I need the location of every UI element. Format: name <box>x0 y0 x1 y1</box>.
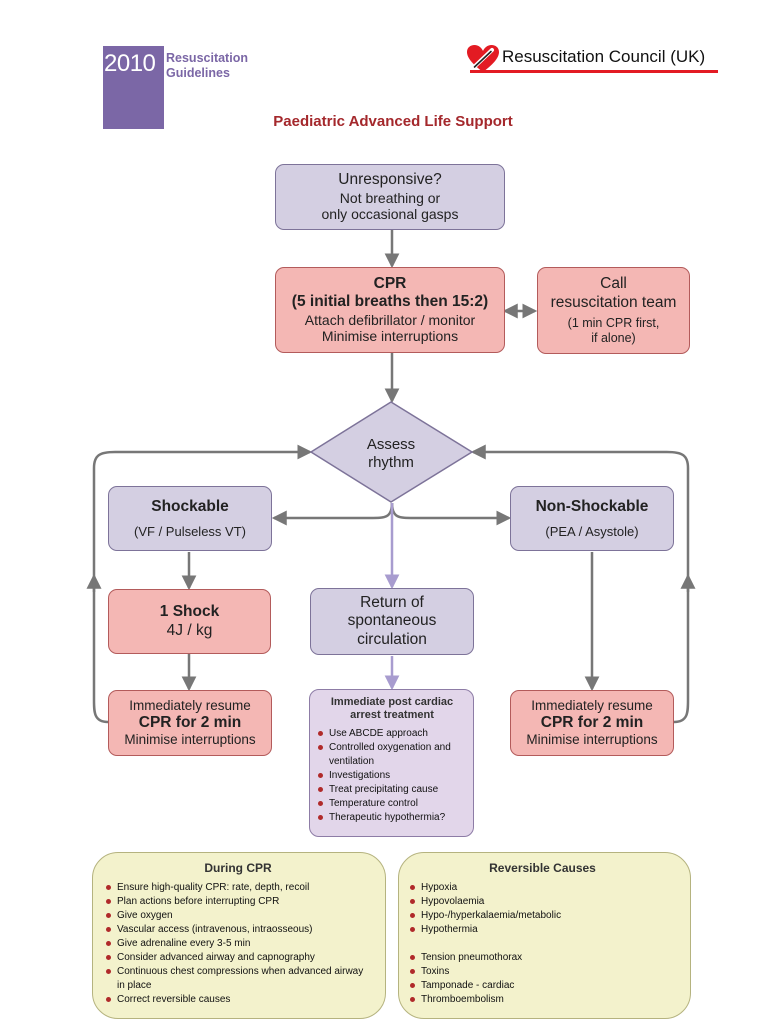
rosc-box: Return of spontaneous circulation <box>310 588 474 655</box>
post-arrest-title-line2: arrest treatment <box>350 708 434 721</box>
reversible-causes-panel: Reversible Causes Hypoxia Hypovolaemia H… <box>398 852 691 1019</box>
list-item: Treat precipitating cause <box>317 783 467 797</box>
rosc-line1: Return of <box>360 594 424 612</box>
council-underline <box>470 70 718 73</box>
call-team-box: Call resuscitation team (1 min CPR first… <box>537 267 690 354</box>
during-cpr-title: During CPR <box>204 861 272 875</box>
loop-left <box>86 573 109 724</box>
rosc-line2: spontaneous <box>347 612 437 630</box>
list-item: Continuous chest compressions when advan… <box>105 965 371 993</box>
rosc-line3: circulation <box>357 630 427 648</box>
cpr-box: CPR (5 initial breaths then 15:2) Attach… <box>275 267 505 353</box>
list-item: Correct reversible causes <box>105 993 371 1007</box>
loop-left-top <box>92 444 313 592</box>
list-item: Vascular access (intravenous, intraosseo… <box>105 923 371 937</box>
nonshockable-sub: (PEA / Asystole) <box>545 523 639 539</box>
loop-right-top <box>470 444 690 592</box>
call-team-note1: (1 min CPR first, <box>567 316 660 331</box>
unresponsive-line3: only occasional gasps <box>321 206 459 223</box>
list-item: Tension pneumothorax <box>409 951 676 965</box>
nonshockable-title: Non-Shockable <box>535 497 649 515</box>
resume-left-line2: CPR for 2 min <box>138 713 242 731</box>
list-item: Tamponade - cardiac <box>409 979 676 993</box>
call-team-note2: if alone) <box>591 330 636 345</box>
shockable-box: Shockable (VF / Pulseless VT) <box>108 486 272 551</box>
guidelines-label-line1: Resuscitation <box>166 51 248 65</box>
assess-line1: Assess <box>366 436 416 453</box>
arrow-assess-to-nonshockable <box>390 502 512 526</box>
cpr-title: CPR <box>373 275 407 293</box>
shock-dose: 4J / kg <box>166 621 213 639</box>
post-arrest-list: Use ABCDE approach Controlled oxygenatio… <box>317 727 467 825</box>
post-arrest-title-line1: Immediate post cardiac <box>330 696 454 708</box>
cpr-subtitle: (5 initial breaths then 15:2) <box>291 293 489 311</box>
guidelines-label-line2: Guidelines <box>166 65 230 80</box>
reversible-causes-title: Reversible Causes <box>489 861 596 875</box>
cpr-line2: Minimise interruptions <box>321 328 459 345</box>
list-item: Give adrenaline every 3-5 min <box>105 937 371 951</box>
resume-right-line2: CPR for 2 min <box>540 713 644 731</box>
call-team-line2: resuscitation team <box>550 293 677 311</box>
list-item: Consider advanced airway and capnography <box>105 951 371 965</box>
post-arrest-title: Immediate post cardiac arrest treatment <box>317 696 467 722</box>
resume-left-line1: Immediately resume <box>129 697 251 713</box>
reversible-causes-list: Hypoxia Hypovolaemia Hypo-/hyperkalaemia… <box>409 881 676 1007</box>
list-item: Use ABCDE approach <box>317 727 467 741</box>
resume-cpr-left-box: Immediately resume CPR for 2 min Minimis… <box>108 690 272 756</box>
list-item: Hypothermia <box>409 923 676 937</box>
list-item: Plan actions before interrupting CPR <box>105 895 371 909</box>
resume-cpr-right-box: Immediately resume CPR for 2 min Minimis… <box>510 690 674 756</box>
list-item: Therapeutic hypothermia? <box>317 811 467 825</box>
list-item: Hypo-/hyperkalaemia/metabolic <box>409 909 676 923</box>
list-item: Toxins <box>409 965 676 979</box>
assess-rhythm-label: Assess rhythm <box>331 436 451 471</box>
list-item: Hypovolaemia <box>409 895 676 909</box>
unresponsive-line2: Not breathing or <box>339 189 441 206</box>
list-item: Ensure high-quality CPR: rate, depth, re… <box>105 881 371 895</box>
guidelines-year: 2010 <box>104 50 156 77</box>
assess-diamond <box>309 401 474 503</box>
shock-title: 1 Shock <box>159 603 220 621</box>
call-team-line1: Call <box>600 275 627 293</box>
list-item: Give oxygen <box>105 909 371 923</box>
post-arrest-box: Immediate post cardiac arrest treatment … <box>309 689 474 837</box>
nonshockable-box: Non-Shockable (PEA / Asystole) <box>510 486 674 551</box>
arrow-assess-to-shockable <box>271 502 394 526</box>
guidelines-logo-block <box>103 46 164 129</box>
list-item: Controlled oxygenation and ventilation <box>317 741 467 769</box>
list-item: Investigations <box>317 769 467 783</box>
shockable-sub: (VF / Pulseless VT) <box>134 523 246 539</box>
resume-right-line3: Minimise interruptions <box>526 732 658 748</box>
resume-left-line3: Minimise interruptions <box>124 732 256 748</box>
heart-logo-icon <box>467 45 499 72</box>
shock-box: 1 Shock 4J / kg <box>108 589 271 654</box>
list-item: Thromboembolism <box>409 993 676 1007</box>
unresponsive-box: Unresponsive? Not breathing or only occa… <box>275 164 505 230</box>
resume-right-line1: Immediately resume <box>531 697 653 713</box>
guidelines-label: Resuscitation Guidelines <box>166 51 248 81</box>
list-item: Hypoxia <box>409 881 676 895</box>
during-cpr-list: Ensure high-quality CPR: rate, depth, re… <box>105 881 371 1007</box>
assess-line2: rhythm <box>368 453 414 471</box>
during-cpr-panel: During CPR Ensure high-quality CPR: rate… <box>92 852 386 1019</box>
loop-right <box>673 573 696 724</box>
cpr-line1: Attach defibrillator / monitor <box>304 311 476 328</box>
page-title: Paediatric Advanced Life Support <box>273 113 513 130</box>
unresponsive-line1: Unresponsive? <box>338 171 442 189</box>
list-item: Temperature control <box>317 797 467 811</box>
shockable-title: Shockable <box>151 497 229 515</box>
council-name: Resuscitation Council (UK) <box>502 47 706 66</box>
